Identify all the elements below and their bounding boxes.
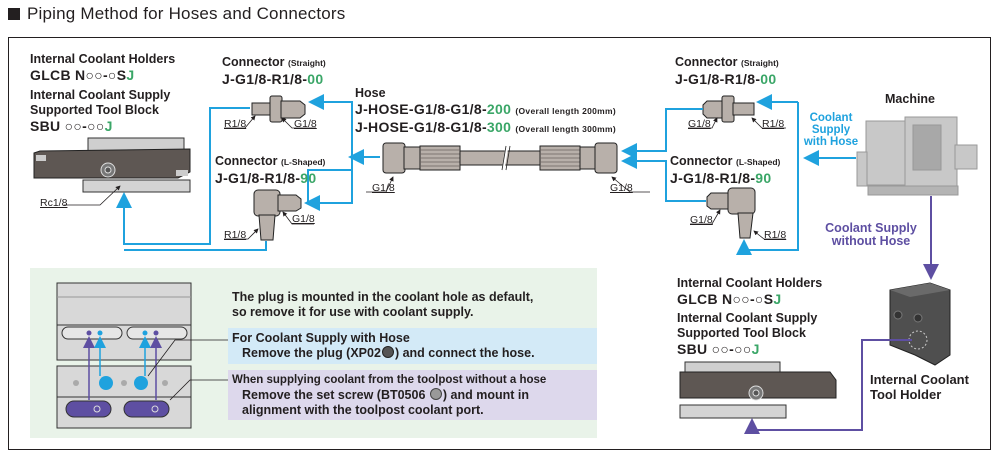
right-l-connector (706, 187, 756, 239)
machine-graphic (856, 116, 978, 196)
left-holders-model: GLCB N○○-○SJ (30, 67, 135, 83)
tool-block-plate-diagram (56, 282, 228, 429)
right-holders-model: GLCB N○○-○SJ (677, 291, 782, 307)
note-no-hose: When supplying coolant from the toolpost… (232, 374, 547, 417)
right-hose-flow-lines (621, 94, 856, 255)
thread-label: G1/8 (294, 118, 317, 130)
left-hose-flow-lines (116, 94, 380, 251)
left-straight-connector-label: Connector (Straight) J-G1/8-R1/8-00 (222, 55, 326, 87)
coolant-with-hose-label: Coolant Supply with Hose (803, 112, 859, 148)
thread-label: G1/8 (610, 182, 633, 194)
thread-label: G1/8 (688, 118, 711, 130)
right-straight-connector (702, 95, 755, 123)
right-straight-connector-label: Connector (Straight) J-G1/8-R1/8-00 (675, 55, 779, 87)
right-l-connector-label: Connector (L-Shaped) J-G1/8-R1/8-90 (670, 154, 781, 186)
diagram-frame (8, 37, 991, 450)
set-screw-icon (429, 388, 442, 400)
left-l-connector (253, 189, 302, 241)
note-hose: For Coolant Supply with Hose Remove the … (232, 331, 535, 360)
left-l-connector-label: Connector (L-Shaped) J-G1/8-R1/8-90 (215, 154, 326, 186)
right-toolblock-model: SBU ○○-○○J (677, 341, 760, 357)
hose-note-highlight (228, 328, 597, 364)
square-bullet-icon (8, 8, 20, 20)
thread-label: G1/8 (690, 214, 713, 226)
thread-label: R1/8 (224, 229, 247, 241)
plug-icon (381, 346, 394, 358)
right-tool-block (679, 361, 837, 419)
left-tool-block (33, 137, 191, 193)
internal-coolant-tool-holder (889, 282, 951, 366)
thread-leaders (64, 115, 786, 240)
hose-model-200: J-HOSE-G1/8-G1/8-200 (Overall length 200… (355, 101, 616, 117)
thread-label: R1/8 (764, 229, 787, 241)
no-hose-flow-lines (744, 196, 939, 434)
page-title: Piping Method for Hoses and Connectors (8, 4, 346, 24)
tool-holder-label: Internal Coolant Tool Holder (870, 372, 969, 402)
left-toolblock-model: SBU ○○-○○J (30, 118, 113, 134)
hose-assembly (382, 142, 618, 174)
thread-label: R1/8 (762, 118, 785, 130)
note-intro: The plug is mounted in the coolant hole … (232, 290, 534, 319)
hose-label: Hose J-HOSE-G1/8-G1/8-200 (Overall lengt… (355, 86, 616, 135)
machine-label: Machine (885, 92, 936, 106)
hose-model-300: J-HOSE-G1/8-G1/8-300 (Overall length 300… (355, 119, 616, 135)
no-hose-note-highlight (228, 370, 597, 420)
left-block-labels: Internal Coolant Holders GLCB N○○-○SJ In… (30, 52, 176, 134)
coolant-without-hose-label: Coolant Supply without Hose (825, 221, 917, 248)
thread-label: G1/8 (372, 182, 395, 194)
right-block-labels: Internal Coolant Holders GLCB N○○-○SJ In… (677, 276, 823, 357)
thread-label: R1/8 (224, 118, 247, 130)
left-port-thread: Rc1/8 (40, 197, 68, 209)
left-straight-connector (251, 95, 306, 123)
thread-label: G1/8 (292, 213, 315, 225)
